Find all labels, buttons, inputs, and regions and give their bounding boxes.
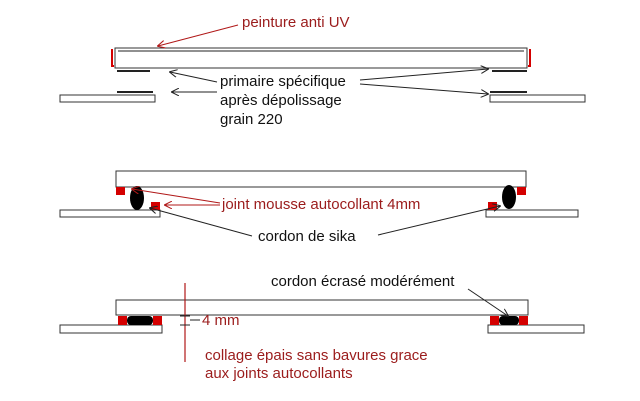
foam-joint-panel-left: [116, 187, 125, 195]
arrow-primer-panel-right: [359, 69, 488, 81]
label-primer-2: après dépolissage: [220, 92, 342, 109]
panel-1: [114, 47, 528, 69]
uv-paint-right: [528, 49, 531, 67]
arrow-sika-left: [150, 208, 253, 237]
frame-left-3: [59, 324, 163, 334]
label-bonding-2: aux joints autocollants: [205, 365, 353, 382]
label-bead-crushed: cordon écrasé modérément: [271, 273, 455, 290]
label-sika-bead: cordon de sika: [258, 228, 356, 245]
foam-joint-panel-right-3: [519, 316, 528, 325]
foam-joint-frame-left-3: [153, 316, 162, 325]
arrow-sika-right: [377, 206, 500, 236]
foam-joint-frame-right-3: [490, 316, 499, 325]
panel-3: [115, 299, 529, 316]
sika-bead-crushed-left: [127, 316, 153, 325]
panel-2: [115, 170, 527, 188]
sika-bead-crushed-right: [499, 316, 519, 325]
frame-right-2: [485, 209, 579, 218]
frame-left-1: [59, 94, 156, 103]
stage-1: peinture anti UV primaire spécifique apr…: [59, 14, 586, 128]
label-uv-paint: peinture anti UV: [242, 14, 350, 31]
label-foam-joint: joint mousse autocollant 4mm: [221, 196, 420, 213]
stage-2: joint mousse autocollant 4mm cordon de s…: [59, 170, 579, 245]
arrow-primer-panel-left: [170, 72, 218, 83]
arrow-foam-joint-panel: [132, 189, 221, 204]
foam-joint-panel-left-3: [118, 316, 127, 325]
frame-right-1: [489, 94, 586, 103]
label-primer-3: grain 220: [220, 111, 283, 128]
frame-right-3: [487, 324, 585, 334]
label-primer-1: primaire spécifique: [220, 73, 346, 90]
frame-left-2: [59, 209, 161, 218]
stage-3: cordon écrasé modérément 4 mm collage ép…: [59, 273, 585, 382]
arrow-primer-frame-right: [359, 83, 488, 94]
label-bonding-1: collage épais sans bavures grace: [205, 347, 428, 364]
foam-joint-panel-right: [517, 187, 526, 195]
arrow-uv-paint: [158, 24, 239, 46]
uv-paint-left: [111, 49, 114, 67]
label-gap: 4 mm: [202, 312, 240, 329]
arrow-bead-crushed: [467, 288, 508, 316]
sika-bead-right: [502, 185, 516, 209]
